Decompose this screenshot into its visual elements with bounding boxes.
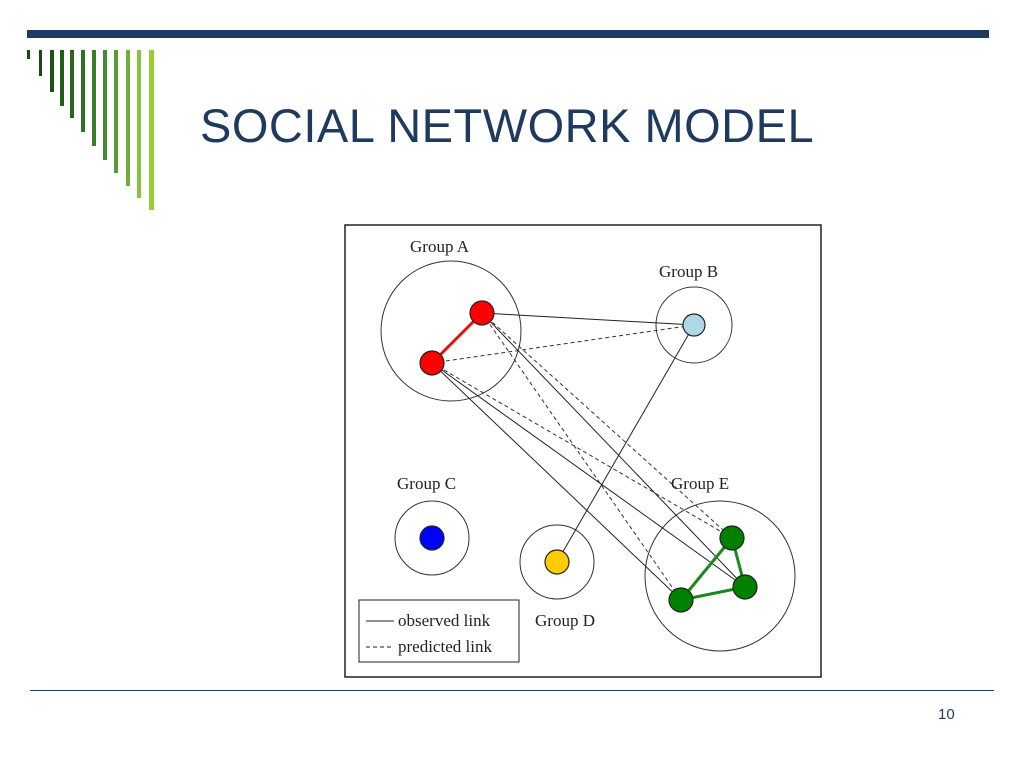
page-number: 10 bbox=[938, 706, 955, 723]
bottom-rule bbox=[30, 690, 994, 691]
observed-link bbox=[556, 324, 695, 563]
node-group-d bbox=[544, 549, 570, 575]
group-e-label: Group E bbox=[671, 474, 729, 493]
observed-link bbox=[431, 362, 682, 601]
group-c-label: Group C bbox=[397, 474, 456, 493]
predicted-link bbox=[431, 362, 733, 539]
group-d-circle bbox=[519, 524, 595, 600]
node-group-c bbox=[419, 525, 445, 551]
group-a-label: Group A bbox=[410, 237, 470, 256]
decorative-stripes bbox=[27, 50, 154, 210]
group-a-circle bbox=[380, 260, 522, 402]
group-e-circle bbox=[644, 500, 796, 652]
predicted-link bbox=[481, 312, 733, 539]
node-group-a bbox=[419, 350, 445, 376]
top-rule bbox=[27, 30, 989, 38]
legend: observed link predicted link bbox=[358, 599, 520, 663]
observed-link bbox=[481, 312, 746, 588]
predicted-link bbox=[481, 312, 682, 601]
social-network-diagram: Group A Group B Group C Group D Group E … bbox=[344, 224, 822, 678]
slide-title: SOCIAL NETWORK MODEL bbox=[200, 99, 815, 152]
node-group-e bbox=[732, 574, 758, 600]
predicted-link bbox=[431, 324, 695, 364]
node-group-a bbox=[469, 300, 495, 326]
group-d-label: Group D bbox=[535, 611, 595, 630]
group-b-circle bbox=[655, 286, 733, 364]
group-b-label: Group B bbox=[659, 262, 718, 281]
observed-link bbox=[481, 312, 695, 326]
node-group-e bbox=[668, 587, 694, 613]
node-group-e bbox=[719, 525, 745, 551]
predicted-links bbox=[431, 312, 733, 601]
observed-link bbox=[431, 362, 746, 588]
observed-links bbox=[431, 312, 746, 601]
legend-predicted-label: predicted link bbox=[398, 637, 492, 656]
legend-observed-label: observed link bbox=[398, 611, 491, 630]
group-c-circle bbox=[394, 500, 470, 576]
node-group-b bbox=[682, 313, 706, 337]
